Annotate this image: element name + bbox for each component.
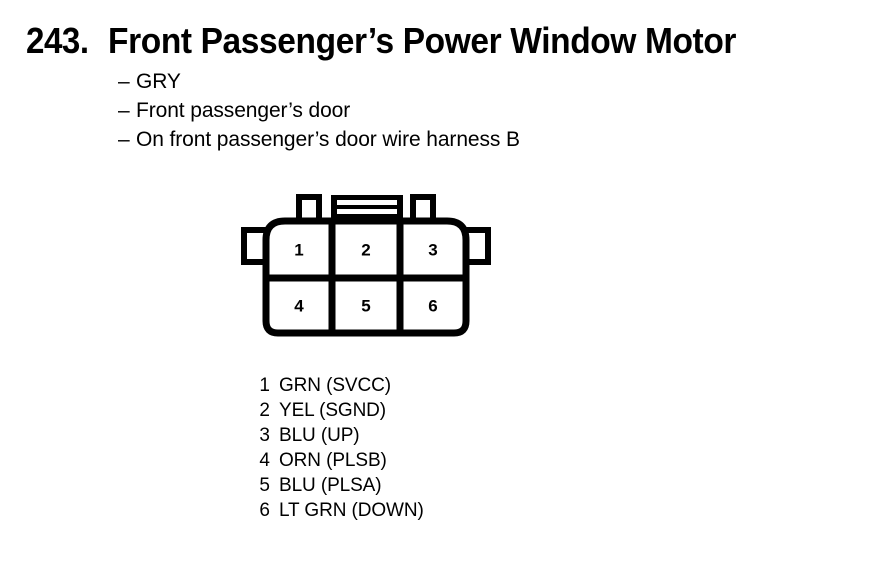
legend-pin-number: 5 (259, 475, 270, 496)
item-number: 243. (26, 20, 89, 61)
pin-cell-3: 3 (428, 240, 437, 259)
list-item: – GRY (118, 71, 758, 100)
legend-pin-number: 6 (259, 500, 270, 521)
legend-item: 5 BLU (PLSA) (248, 476, 568, 501)
detail-text: On front passenger’s door wire harness B (136, 128, 520, 151)
page-title: 243. Front Passenger’s Power Window Moto… (26, 20, 882, 62)
dash-icon: – (118, 128, 130, 151)
legend-item: 1 GRN (SVCC) (248, 376, 568, 401)
connector-latch-slot-upper (337, 200, 397, 205)
list-item: – On front passenger’s door wire harness… (118, 129, 758, 158)
dash-icon: – (118, 70, 130, 93)
legend-pin-label: YEL (SGND) (279, 400, 387, 421)
detail-list: – GRY – Front passenger’s door – On fron… (118, 71, 758, 158)
detail-text: Front passenger’s door (136, 99, 351, 122)
pin-cell-5: 5 (361, 296, 370, 315)
legend-item: 2 YEL (SGND) (248, 401, 568, 426)
pin-cell-1: 1 (294, 240, 303, 259)
legend-item: 6 LT GRN (DOWN) (248, 501, 568, 526)
legend-pin-number: 3 (259, 425, 270, 446)
connector-left-ear (241, 227, 266, 265)
connector-latch-slot-lower (337, 209, 397, 214)
legend-item: 4 ORN (PLSB) (248, 451, 568, 476)
legend-pin-number: 4 (259, 450, 270, 471)
pin-legend: 1 GRN (SVCC) 2 YEL (SGND) 3 BLU (UP) 4 O… (248, 376, 568, 526)
legend-pin-label: BLU (UP) (279, 425, 360, 446)
dash-icon: – (118, 99, 130, 122)
connector-top-right-tab (410, 194, 436, 224)
connector-diagram: 1 2 3 4 5 6 (236, 190, 496, 340)
pin-cell-2: 2 (361, 240, 370, 259)
connector-top-left-tab (296, 194, 322, 224)
pin-cell-6: 6 (428, 296, 437, 315)
legend-pin-number: 1 (259, 375, 270, 396)
legend-pin-label: ORN (PLSB) (279, 450, 387, 471)
legend-pin-number: 2 (259, 400, 270, 421)
connector-center-latch (331, 195, 403, 219)
detail-text: GRY (136, 70, 181, 93)
legend-pin-label: LT GRN (DOWN) (279, 500, 424, 521)
connector-right-ear (466, 227, 491, 265)
list-item: – Front passenger’s door (118, 100, 758, 129)
connector-svg: 1 2 3 4 5 6 (241, 194, 491, 337)
legend-pin-label: BLU (PLSA) (279, 475, 382, 496)
legend-item: 3 BLU (UP) (248, 426, 568, 451)
component-name: Front Passenger’s Power Window Motor (108, 20, 737, 61)
legend-pin-label: GRN (SVCC) (279, 375, 391, 396)
pin-cell-4: 4 (294, 296, 304, 315)
